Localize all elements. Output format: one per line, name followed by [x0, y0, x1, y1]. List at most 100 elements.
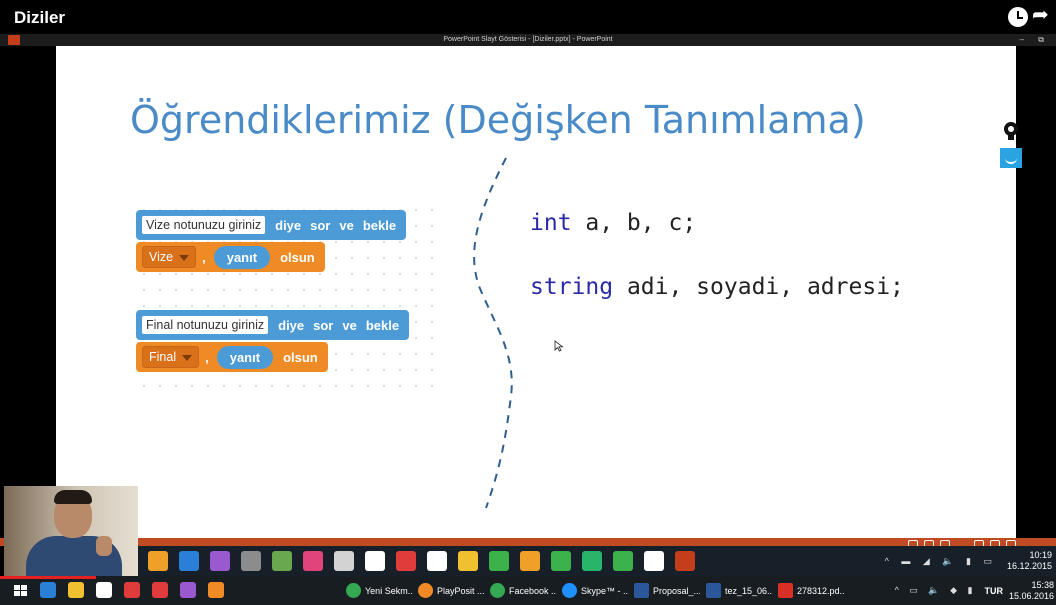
taskbar-app-icon[interactable] — [551, 551, 571, 571]
ask-word: bekle — [362, 217, 397, 233]
taskbar-window-label: Yeni Sekm... — [365, 585, 412, 596]
video-progress — [0, 576, 96, 579]
inner-date: 16.12.2015 — [1006, 561, 1052, 571]
code-keyword: int — [530, 210, 572, 236]
pinned-app-icon[interactable] — [40, 582, 56, 598]
ask-word: sor — [310, 217, 331, 233]
taskbar-app-icon[interactable] — [241, 551, 261, 571]
variable-dropdown: Vize — [142, 246, 197, 268]
pinned-app-icon[interactable] — [152, 582, 168, 598]
webcam-overlay — [4, 486, 138, 578]
feedback-icon[interactable] — [1000, 148, 1022, 168]
pinned-app-icon[interactable] — [180, 582, 196, 598]
powerpoint-window-bar: PowerPoint Slayt Gösterisi - [Diziler.pp… — [0, 34, 1056, 46]
tray-icons[interactable]: ^ ▭ 🔈 ◆ ▮ — [894, 585, 977, 595]
inner-tray-icons[interactable]: ^ ▬ ◢ 🔈 ▮ ▭ — [884, 555, 997, 566]
dashed-divider — [473, 157, 513, 509]
system-clock[interactable]: 15:38 15.06.2016 — [1009, 580, 1054, 602]
taskbar-app-icon[interactable] — [613, 551, 633, 571]
slide: Öğrendiklerimiz (Değişken Tanımlama) Viz… — [56, 46, 1016, 538]
code-text: adi, soyadi, adresi; — [613, 274, 904, 300]
slideshow-status-bar — [0, 538, 1056, 546]
taskbar-app-icon[interactable] — [458, 551, 478, 571]
set-variable-block: Final , yanıt olsun — [136, 342, 328, 372]
taskbar-window-button[interactable]: Yeni Sekm... — [346, 580, 412, 601]
ask-block: Final notunuzu giriniz diye sor ve bekle — [136, 310, 410, 340]
pinned-app-icon[interactable] — [208, 582, 224, 598]
taskbar-app-icon[interactable] — [179, 551, 199, 571]
chevron-down-icon — [182, 354, 193, 361]
set-word: olsun — [283, 349, 318, 365]
answer-reporter: yanıt — [213, 245, 271, 269]
ask-prompt-field: Final notunuzu giriniz — [142, 316, 269, 334]
taskbar-app-icon[interactable] — [334, 551, 354, 571]
app-icon — [490, 583, 505, 598]
powerpoint-icon — [8, 35, 20, 45]
mouse-pointer-icon — [554, 340, 564, 352]
language-indicator[interactable]: TUR — [984, 585, 1003, 596]
code-keyword: string — [530, 274, 614, 300]
taskbar-window-button[interactable]: Skype™ - ... — [562, 580, 628, 601]
code-line: int a, b, c; — [530, 210, 696, 236]
block-comma: , — [205, 349, 209, 365]
code-line: string adi, soyadi, adresi; — [530, 274, 904, 300]
taskbar-app-icon[interactable] — [427, 551, 447, 571]
taskbar-app-icon[interactable] — [520, 551, 540, 571]
taskbar-open-windows: Yeni Sekm... PlayPosit ... Facebook ... Sky… — [346, 580, 844, 601]
taskbar-window-label: Skype™ - ... — [581, 585, 628, 596]
taskbar-app-icon[interactable] — [675, 551, 695, 571]
inner-system-tray: ^ ▬ ◢ 🔈 ▮ ▭ 10:19 16.12.2015 — [885, 546, 1056, 576]
taskbar-pinned-apps — [40, 582, 224, 598]
taskbar-window-label: PlayPosit ... — [437, 585, 484, 596]
taskbar-window-button[interactable]: Proposal_... — [634, 580, 700, 601]
taskbar-window-label: Proposal_... — [653, 585, 700, 596]
system-time: 15:38 — [1031, 579, 1054, 590]
app-icon — [706, 583, 721, 598]
answer-reporter: yanıt — [216, 345, 274, 369]
taskbar-window-button[interactable]: PlayPosit ... — [418, 580, 484, 601]
code-text: a, b, c; — [571, 210, 697, 236]
pinned-app-icon[interactable] — [96, 582, 112, 598]
video-title: Diziler — [14, 8, 66, 27]
taskbar-app-icon[interactable] — [272, 551, 292, 571]
ask-word: sor — [313, 317, 334, 333]
lightbulb-icon[interactable] — [1000, 120, 1022, 142]
taskbar-app-icon[interactable] — [210, 551, 230, 571]
taskbar-app-icon[interactable] — [582, 551, 602, 571]
ask-word: ve — [342, 317, 357, 333]
inner-clock: 10:19 16.12.2015 — [1007, 550, 1056, 572]
variable-dropdown: Final — [142, 346, 200, 368]
app-icon — [634, 583, 649, 598]
taskbar-window-button[interactable]: tez_15_06... — [706, 580, 772, 601]
app-icon — [346, 583, 361, 598]
inner-taskbar-icons — [148, 551, 695, 571]
set-word: olsun — [280, 249, 315, 265]
set-variable-block: Vize , yanıt olsun — [136, 242, 325, 272]
taskbar-app-icon[interactable] — [365, 551, 385, 571]
slide-title: Öğrendiklerimiz (Değişken Tanımlama) — [130, 98, 866, 142]
share-icon[interactable]: ➦ — [1032, 4, 1049, 26]
taskbar-window-label: Facebook ... — [509, 585, 556, 596]
system-date: 15.06.2016 — [1008, 590, 1054, 601]
taskbar-window-button[interactable]: 278312.pd... — [778, 580, 844, 601]
taskbar-app-icon[interactable] — [396, 551, 416, 571]
watch-later-icon[interactable] — [1008, 7, 1028, 27]
taskbar: Yeni Sekm... PlayPosit ... Facebook ... Sky… — [0, 576, 1056, 605]
chevron-down-icon — [179, 254, 190, 261]
windows-start-icon[interactable] — [14, 585, 28, 597]
taskbar-app-icon[interactable] — [303, 551, 323, 571]
app-icon — [418, 583, 433, 598]
taskbar-window-button[interactable]: Facebook ... — [490, 580, 556, 601]
pinned-app-icon[interactable] — [124, 582, 140, 598]
taskbar-window-label: 278312.pd... — [797, 585, 844, 596]
ask-word: diye — [278, 317, 305, 333]
taskbar-window-label: tez_15_06... — [725, 585, 772, 596]
ask-word: diye — [275, 217, 302, 233]
app-icon — [778, 583, 793, 598]
taskbar-app-icon[interactable] — [148, 551, 168, 571]
pinned-app-icon[interactable] — [68, 582, 84, 598]
taskbar-app-icon[interactable] — [489, 551, 509, 571]
taskbar-app-icon[interactable] — [644, 551, 664, 571]
window-controls[interactable]: – ⧉ — [1019, 35, 1050, 44]
